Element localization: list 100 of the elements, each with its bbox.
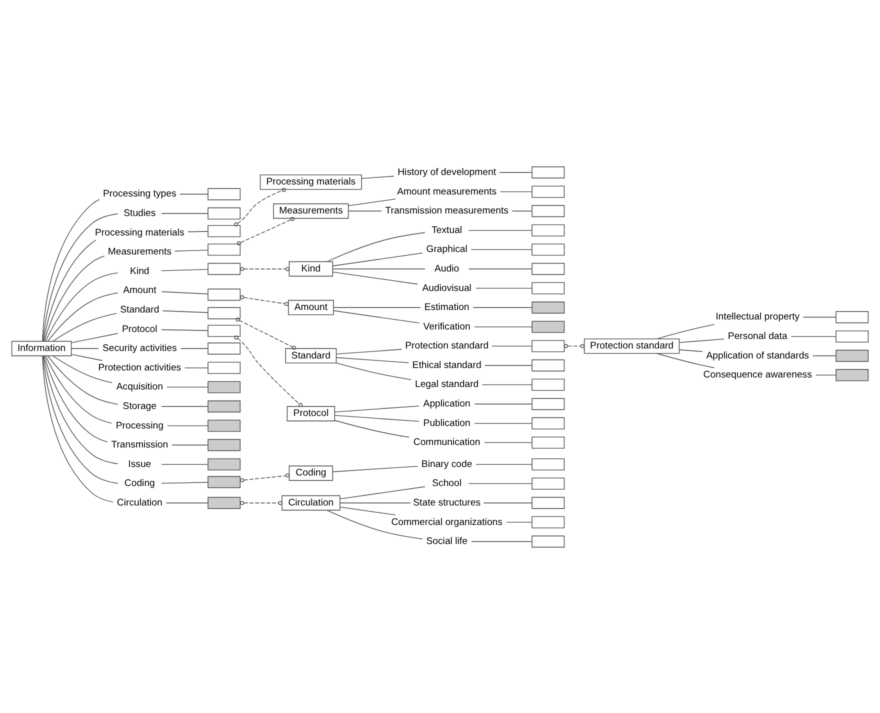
node-text: Protocol (122, 323, 158, 334)
node-box (208, 361, 241, 374)
node-box (208, 306, 241, 319)
connector (564, 344, 585, 348)
node-text: Amount measurements (397, 186, 497, 197)
node-text: Acquisition (116, 381, 163, 392)
connector (500, 190, 532, 192)
node-box (532, 301, 565, 314)
node-text: Issue (128, 458, 152, 470)
connector (42, 212, 118, 342)
node-box (208, 400, 241, 412)
node-text: Consequence awareness (703, 369, 812, 380)
node-text: Binary code (421, 458, 472, 470)
connector (44, 355, 108, 442)
node-box (532, 436, 565, 448)
node-text: Communication (413, 436, 480, 448)
node-text: Standard (120, 304, 160, 315)
connector (332, 465, 418, 472)
connector (44, 255, 105, 342)
node-text: Application (423, 398, 470, 410)
connector (240, 500, 282, 504)
connector (334, 405, 420, 412)
connector (484, 364, 532, 366)
connector (162, 310, 208, 312)
node-box: Information (11, 340, 72, 356)
node-text: Commercial organizations (391, 516, 502, 528)
node-box (532, 224, 565, 236)
node-box (836, 310, 869, 323)
node-text: History of development (398, 166, 496, 178)
connector (52, 354, 112, 383)
connector (679, 348, 703, 352)
connector (240, 294, 289, 306)
node-text: Audiovisual (422, 282, 472, 294)
connector (476, 463, 532, 464)
connector (326, 232, 426, 262)
connector (70, 353, 103, 360)
connector (468, 229, 532, 230)
node-text: Circulation (116, 496, 162, 508)
node-text: Protection standard (405, 340, 489, 352)
node-box (208, 496, 241, 508)
connector (174, 249, 208, 251)
node-box (532, 477, 565, 490)
connector (240, 473, 290, 482)
node-text: Security activities (102, 342, 177, 354)
connector (333, 306, 421, 308)
node-text: Kind (130, 265, 150, 276)
node-box (532, 398, 565, 410)
connector (42, 354, 114, 502)
connector (472, 306, 532, 308)
connector (471, 540, 532, 542)
node-text: Textual (432, 224, 462, 236)
connector (470, 248, 532, 250)
node-box (532, 185, 565, 198)
node-text: Processing types (103, 188, 176, 200)
connector (333, 310, 420, 323)
connector (816, 374, 836, 375)
node-text: Social life (426, 536, 468, 547)
connector (474, 326, 532, 327)
node-text: Protection activities (98, 362, 182, 373)
connector (492, 345, 532, 346)
node-box (208, 243, 241, 256)
connector (506, 521, 532, 522)
connector (45, 355, 112, 424)
node-text: Ethical standard (412, 359, 482, 370)
node-box (208, 288, 241, 300)
node-text: Amount (123, 284, 156, 296)
node-box (208, 324, 241, 336)
node-box (208, 419, 241, 432)
connector (45, 272, 118, 342)
connector (361, 175, 394, 178)
connector (336, 362, 412, 380)
connector (332, 252, 423, 266)
node-text: Processing (116, 420, 164, 431)
connector (47, 355, 118, 404)
node-text: Coding (124, 478, 155, 489)
connector (184, 366, 208, 368)
connector (474, 422, 532, 424)
connector (236, 317, 296, 350)
connector (336, 348, 402, 354)
connector (340, 486, 426, 499)
node-box (532, 516, 565, 528)
node-box (532, 378, 565, 390)
node-text: Verification (423, 320, 470, 332)
node-box (532, 282, 565, 294)
connector (161, 290, 208, 294)
node-text: Publication (423, 417, 470, 428)
node-box (208, 342, 241, 354)
node-box: Measurements (273, 202, 349, 218)
connector (42, 354, 118, 484)
node-box (532, 496, 565, 508)
connector (52, 312, 118, 342)
node-text: Personal data (728, 330, 788, 342)
node-box (532, 262, 565, 274)
node-box (532, 535, 565, 548)
node-box (532, 166, 565, 178)
connector (340, 502, 411, 503)
node-text: Storage (122, 400, 157, 412)
connector (476, 287, 532, 288)
node-box (208, 262, 241, 274)
connector (167, 424, 208, 426)
